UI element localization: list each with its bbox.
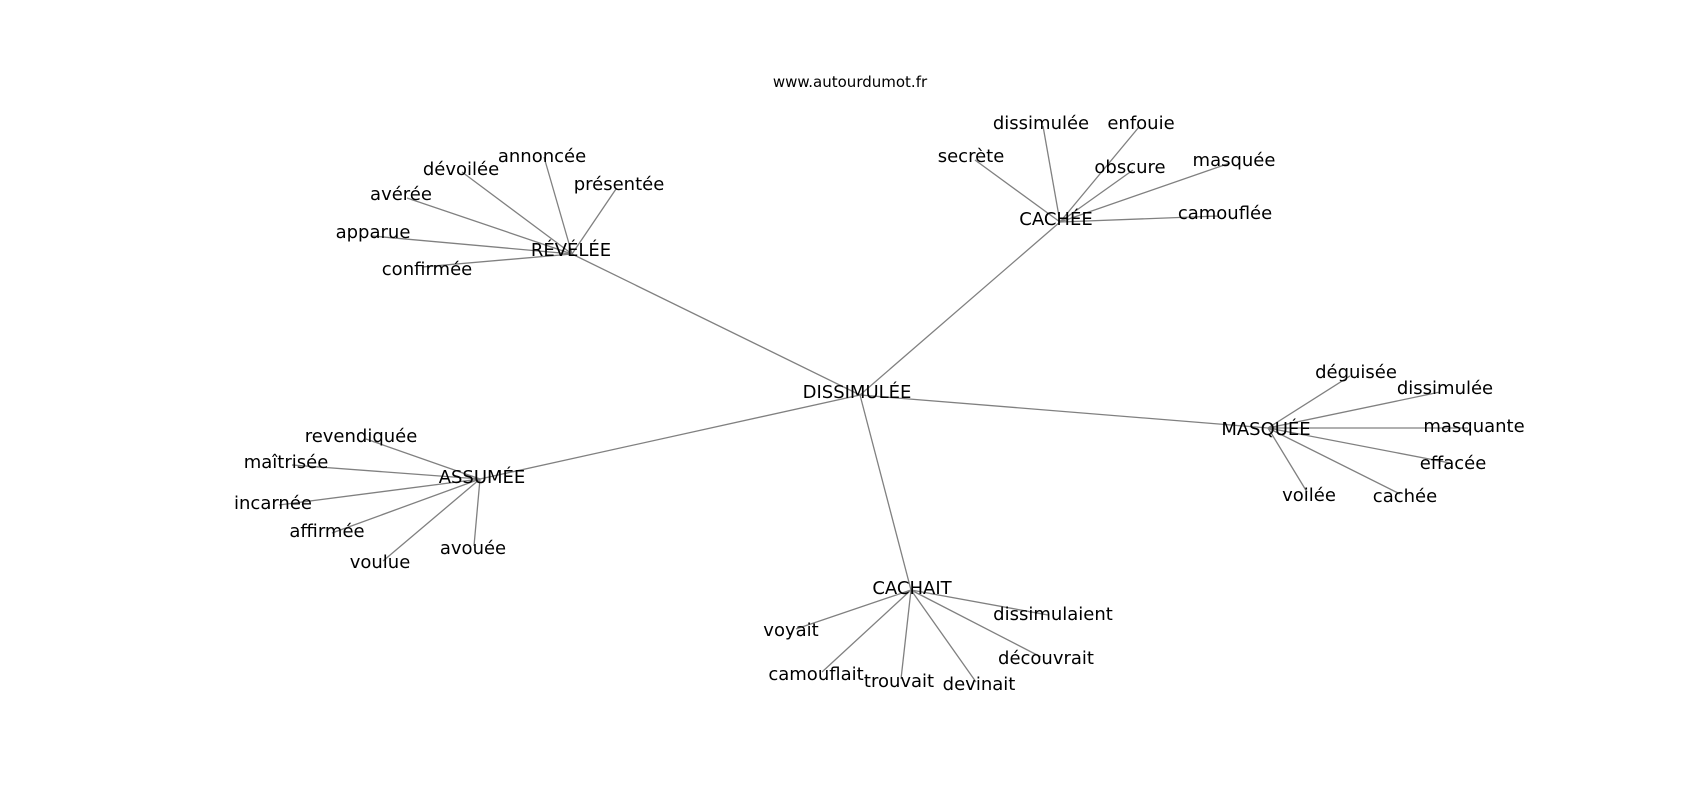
edge-revelee-to-presentee xyxy=(571,188,617,255)
edge-cachee-to-masquee xyxy=(1059,162,1231,223)
leaf-word-cachee-obscure: obscure xyxy=(1094,157,1166,178)
edge-masquee-to-effacee xyxy=(1267,427,1451,464)
center-word: DISSIMULÉE xyxy=(802,382,912,403)
edge-cachee-to-obscure xyxy=(1059,169,1134,223)
edge-revelee-to-apparue xyxy=(371,235,573,255)
edge-masquee-to-cachee xyxy=(1267,427,1401,495)
leaf-word-masquee-dissimulee: dissimulée xyxy=(1396,378,1494,399)
edge-revelee-to-confirmee xyxy=(421,253,573,268)
edge-assumee-to-revendiquee xyxy=(365,438,481,480)
edge-assumee-to-affirmee xyxy=(331,478,481,534)
leaf-word-revelee-averee: avérée xyxy=(370,184,432,205)
leaf-word-revelee-devoilee: dévoilée xyxy=(422,159,500,180)
leaf-word-cachait-camouflait: camouflait xyxy=(768,664,864,685)
edge-cachait-to-decouvrait xyxy=(910,589,1042,658)
edge-center-to-cachee xyxy=(859,221,1061,396)
edge-center-to-assumee xyxy=(479,394,861,480)
leaf-word-assumee-voulue: voulue xyxy=(349,552,411,573)
leaf-word-revelee-confirmee: confirmée xyxy=(381,259,473,280)
edge-cachait-to-dissimulaient xyxy=(910,589,1049,616)
edge-cachait-to-trouvait xyxy=(900,589,912,680)
leaf-word-cachait-dissimulaient: dissimulaient xyxy=(993,604,1113,625)
edge-cachait-to-devinait xyxy=(910,589,977,683)
leaf-word-masquee-voilee: voilée xyxy=(1282,485,1336,506)
leaf-word-assumee-maitrisee: maîtrisée xyxy=(243,452,329,473)
leaf-word-cachee-dissimulee: dissimulée xyxy=(992,113,1090,134)
hub-word-revelee: RÉVÉLÉE xyxy=(530,240,612,261)
leaf-word-cachait-devinait: devinait xyxy=(942,674,1016,695)
leaf-word-cachee-camouflee: camouflée xyxy=(1177,203,1273,224)
leaf-word-cachee-masquee: masquée xyxy=(1192,150,1276,171)
edge-center-to-cachait xyxy=(859,394,912,591)
leaf-word-cachait-decouvrait: découvrait xyxy=(998,648,1094,669)
leaf-word-assumee-revendiquee: revendiquée xyxy=(304,426,418,447)
edge-revelee-to-annoncee xyxy=(543,156,573,255)
edge-assumee-to-avouee xyxy=(473,478,481,547)
leaf-word-assumee-avouee: avouée xyxy=(439,538,507,559)
hub-word-masquee: MASQUÉE xyxy=(1221,419,1311,440)
edge-revelee-to-devoilee xyxy=(461,171,573,255)
leaf-word-cachait-trouvait: trouvait xyxy=(863,671,935,692)
leaf-word-assumee-affirmee: affirmée xyxy=(289,521,365,542)
edge-cachee-to-secrete xyxy=(974,159,1061,223)
leaf-word-cachee-enfouie: enfouie xyxy=(1107,113,1175,134)
edge-cachee-to-dissimulee xyxy=(1042,125,1061,223)
edge-center-to-revelee xyxy=(571,253,861,396)
edge-cachait-to-camouflait xyxy=(821,589,912,673)
edge-assumee-to-maitrisee xyxy=(291,464,481,480)
edge-assumee-to-incarnee xyxy=(278,478,481,506)
leaf-word-cachait-voyait: voyait xyxy=(763,620,819,641)
hub-word-cachait: CACHAIT xyxy=(872,578,952,599)
leaf-word-masquee-masquante: masquante xyxy=(1423,416,1525,437)
hub-word-assumee: ASSUMÉE xyxy=(438,467,526,488)
leaf-word-cachee-secrete: secrète xyxy=(937,146,1005,167)
source-url: www.autourdumot.fr xyxy=(772,73,928,91)
leaf-word-revelee-apparue: apparue xyxy=(335,222,411,243)
edge-masquee-to-dissimulee xyxy=(1267,391,1441,429)
leaf-word-masquee-deguisee: déguisée xyxy=(1315,362,1397,383)
edge-center-to-masquee xyxy=(859,394,1269,429)
edge-cachee-to-enfouie xyxy=(1059,126,1140,223)
edge-revelee-to-averee xyxy=(406,197,573,255)
edge-cachait-to-voyait xyxy=(795,589,912,630)
edge-cachee-to-camouflee xyxy=(1059,215,1219,223)
edge-masquee-to-deguisee xyxy=(1267,375,1351,429)
hub-word-cachee: CACHÉE xyxy=(1019,209,1093,230)
leaf-word-revelee-presentee: présentée xyxy=(573,174,665,195)
leaf-word-masquee-effacee: effacée xyxy=(1419,453,1487,474)
leaf-word-masquee-cachee: cachée xyxy=(1372,486,1438,507)
leaf-word-revelee-annoncee: annoncée xyxy=(497,146,587,167)
edge-assumee-to-voulue xyxy=(382,478,481,562)
leaf-word-assumee-incarnee: incarnée xyxy=(234,493,312,514)
edge-masquee-to-voilee xyxy=(1267,427,1308,493)
